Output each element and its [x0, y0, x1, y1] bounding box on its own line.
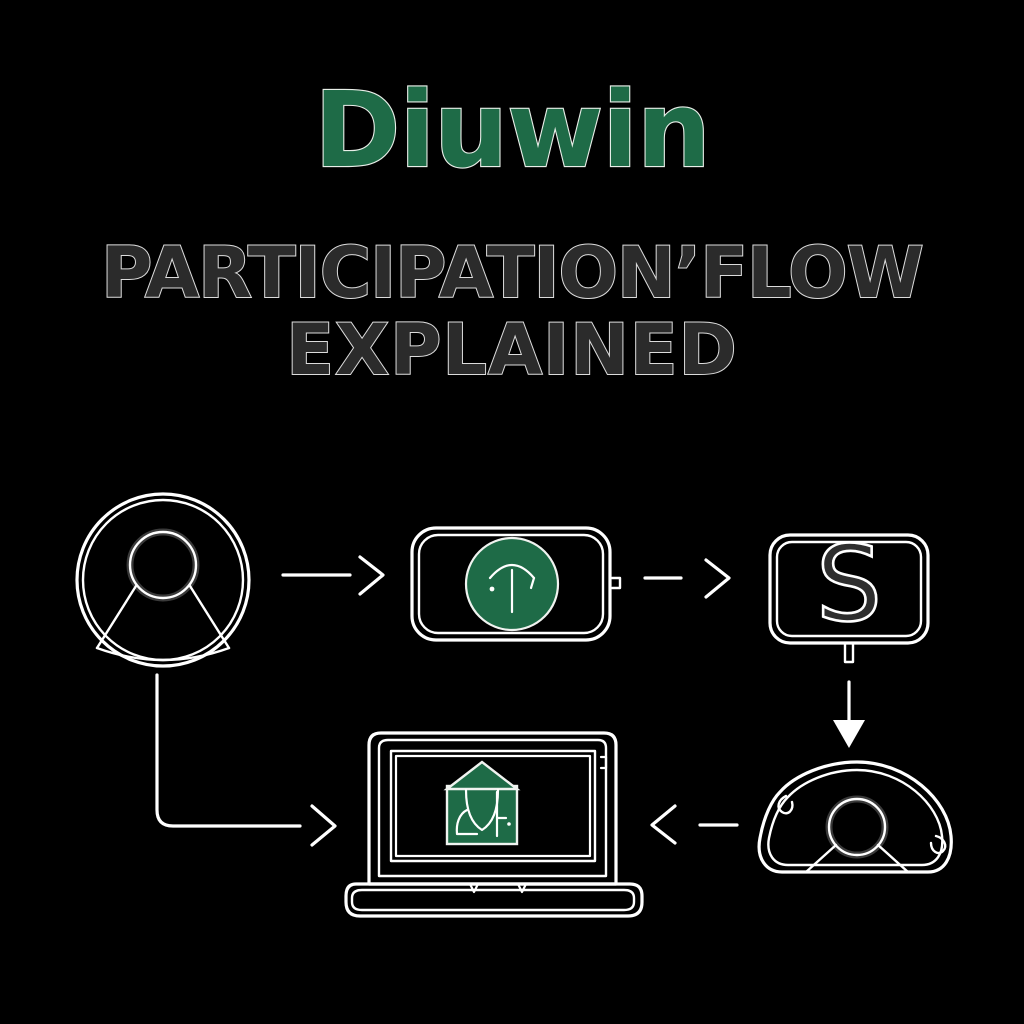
support-s-badge-icon[interactable]: S [768, 522, 930, 664]
subtitle-line-1: PARTICIPATION’FLOW [100, 232, 925, 314]
subtitle-line-2: EXPLAINED [285, 309, 738, 392]
arrow-user-to-laptop [155, 673, 337, 847]
arrow-tablet-to-badge [643, 558, 731, 599]
header-subtitle-block: PARTICIPATION’FLOW EXPLAINED [0, 232, 1024, 392]
arrow-badge-to-agent [833, 680, 865, 748]
badge-letter-s: S [815, 522, 884, 647]
arrow-agent-to-laptop [650, 804, 739, 845]
user-avatar-icon[interactable] [75, 492, 251, 668]
tablet-umbrella-icon[interactable] [410, 526, 622, 642]
mail-person-glyph [443, 760, 521, 846]
badge-letter-s-text: S [816, 523, 882, 645]
laptop-mail-icon[interactable] [344, 731, 644, 918]
arrow-user-to-tablet [281, 555, 385, 596]
agent-avatar-icon[interactable] [757, 760, 953, 874]
